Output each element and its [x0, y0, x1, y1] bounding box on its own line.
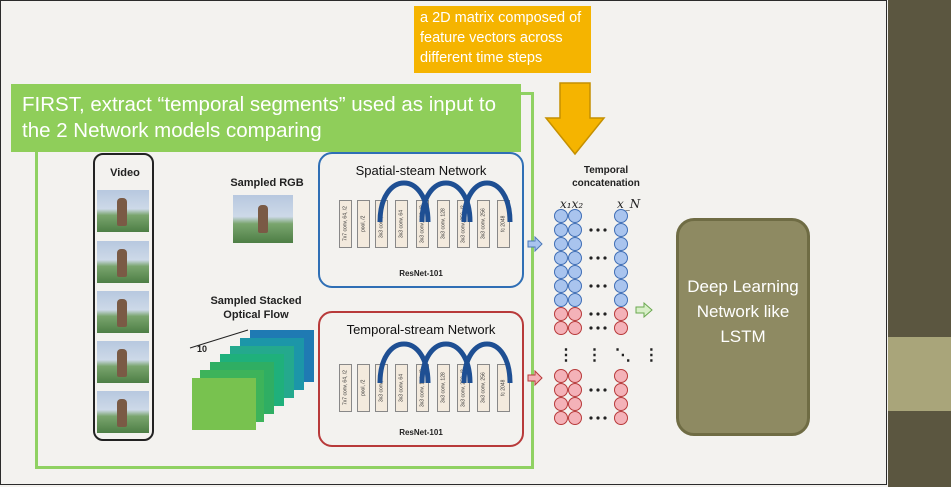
- flow-count-label: 10: [196, 344, 207, 354]
- x1x2-label: x₁x₂: [560, 197, 584, 211]
- spatial-output-arrow-icon: [527, 236, 543, 252]
- side-bar-accent: [888, 337, 951, 411]
- side-bar-dark: [888, 0, 951, 487]
- temporal-network-title: Temporal-stream Network: [346, 322, 496, 337]
- optical-flow-stack: [189, 329, 314, 430]
- slide-frame: [0, 0, 887, 485]
- spatial-skip-arrows: [377, 180, 513, 223]
- sampled-rgb-label: Sampled RGB: [230, 177, 304, 189]
- spatial-stream-network: Spatial-steam Network ResNet-101: [318, 152, 524, 288]
- xn-label: x_N: [617, 197, 641, 211]
- video-frame-4: [97, 341, 149, 383]
- concat-node-grid: [554, 209, 628, 425]
- to-lstm-arrow-icon: [635, 302, 653, 318]
- video-frame-3: [97, 291, 149, 333]
- video-frame-1: [97, 190, 149, 232]
- concat-ellipsis: ⋮ ⋮ ⋱ ⋮: [558, 347, 664, 364]
- sampled-flow-label: Sampled Stacked Optical Flow: [210, 295, 302, 321]
- down-arrow-icon: [544, 82, 606, 156]
- sampled-rgb-image: [233, 195, 293, 243]
- spatial-resnet-label: ResNet-101: [399, 269, 443, 278]
- video-label: Video: [110, 167, 140, 179]
- temporal-output-arrow-icon: [527, 370, 543, 386]
- deep-learning-box: Deep Learning Network like LSTM: [676, 218, 810, 436]
- video-frame-2: [97, 241, 149, 283]
- temporal-stream-network: Temporal-stream Network ResNet-101: [318, 311, 524, 447]
- temporal-skip-arrows: [377, 341, 513, 384]
- video-frames-column: [93, 153, 154, 441]
- spatial-network-title: Spatial-steam Network: [355, 163, 487, 178]
- temporal-concatenation-title: Temporal concatenation: [572, 165, 640, 189]
- first-step-callout: FIRST, extract “temporal segments” used …: [11, 84, 521, 152]
- matrix-note-callout: a 2D matrix composed of feature vectors …: [414, 6, 591, 73]
- video-frame-5: [97, 391, 149, 433]
- temporal-resnet-label: ResNet-101: [399, 428, 443, 437]
